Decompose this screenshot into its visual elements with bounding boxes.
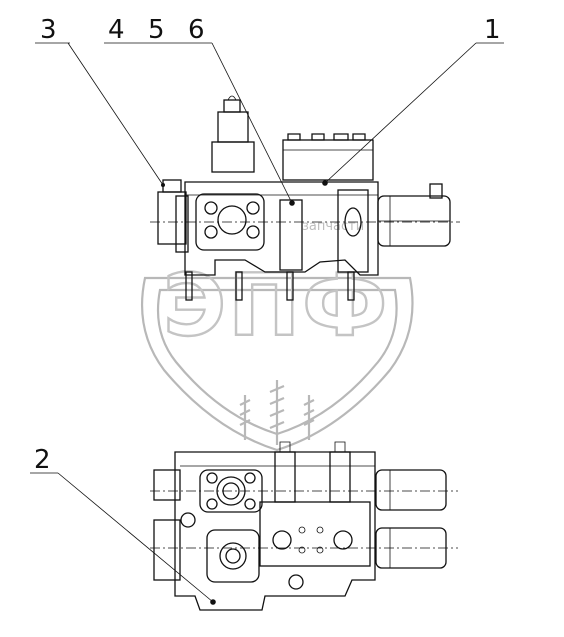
- callout-5: 5: [148, 15, 165, 45]
- callout-4: 4: [108, 15, 125, 45]
- callout-6: 6: [188, 15, 205, 45]
- callout-3: 3: [40, 15, 57, 45]
- valve-front-view: [150, 441, 458, 611]
- wheat-emblem-icon: [239, 380, 315, 445]
- valve-top-view: [150, 95, 460, 301]
- callout-1: 1: [484, 15, 501, 45]
- leader-lines: [30, 42, 504, 605]
- watermark: ЭПФ запчасти: [140, 219, 414, 452]
- watermark-small-text: запчасти: [302, 219, 364, 234]
- callout-2: 2: [34, 445, 51, 475]
